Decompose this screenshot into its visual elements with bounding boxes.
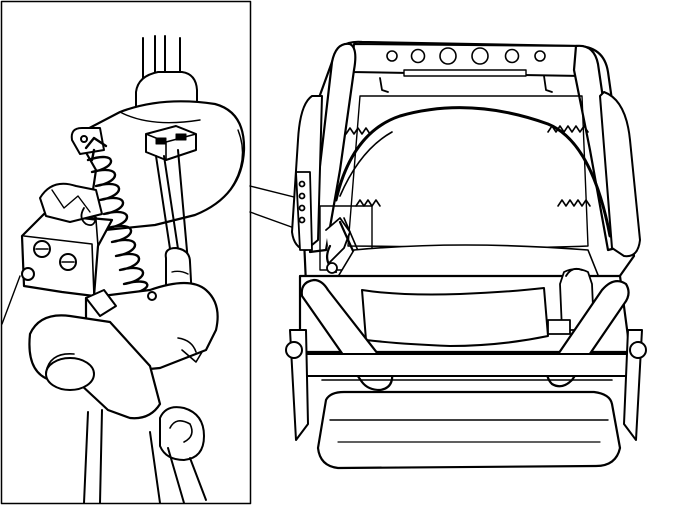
lower-supports (83, 409, 207, 504)
lever-curl (159, 406, 205, 461)
lever-knob (45, 357, 95, 391)
right-bolster (599, 91, 641, 258)
link-pin (147, 291, 157, 301)
arc-cable (334, 106, 612, 238)
seat-pan-panel (361, 287, 549, 347)
base-side-posts (285, 329, 647, 441)
tab-hole (80, 135, 88, 143)
lever-arm (28, 314, 162, 420)
control-cables (155, 149, 189, 263)
adjuster-block (20, 212, 114, 298)
link-slot (85, 289, 117, 317)
spring-hook (80, 207, 97, 227)
seat-rear-view-panel (285, 40, 647, 470)
adjuster-pivot (21, 267, 35, 281)
detail-view-panel (0, 0, 252, 505)
top-slot (403, 69, 527, 77)
top-rail-holes (386, 47, 546, 65)
back-hooks (379, 75, 553, 93)
leader-line (1, 275, 21, 325)
base-tray (316, 390, 622, 470)
left-side-post (308, 42, 357, 254)
lower-bar (297, 353, 635, 377)
cable-clamp (145, 125, 197, 161)
